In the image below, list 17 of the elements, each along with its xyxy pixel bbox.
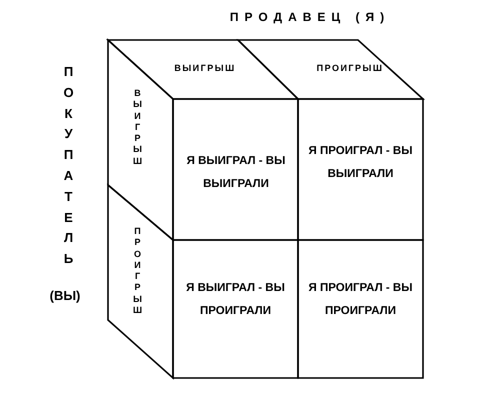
cell-text: Я ПРОИГРАЛ - ВЫ ВЫИГРАЛИ: [308, 144, 414, 182]
matrix-cell: [173, 99, 298, 240]
header-label: ВЫИГРЫШ: [173, 63, 237, 73]
cell-text: Я ПРОИГРАЛ - ВЫ ПРОИГРАЛИ: [308, 281, 414, 319]
cell-text: Я ВЫИГРАЛ - ВЫ ПРОИГРАЛИ: [185, 281, 286, 319]
axis-title: (ВЫ): [48, 288, 82, 303]
axis-title: ПРОДАВЕЦ (Я): [228, 10, 392, 24]
header-label: ВЫИГРЫШ: [133, 88, 142, 167]
matrix-cell: [173, 240, 298, 378]
matrix-cell: [298, 240, 423, 378]
cell-text: Я ВЫИГРАЛ - ВЫ ВЫИГРАЛИ: [186, 154, 286, 192]
header-label: ПРОИГРЫШ: [316, 63, 384, 73]
axis-title: ПОКУПАТЕЛЬ: [62, 63, 75, 268]
header-label: ПРОИГРЫШ: [133, 226, 142, 316]
header-cell: [238, 40, 423, 99]
matrix-cell: [298, 99, 423, 240]
header-cell: [108, 185, 173, 378]
